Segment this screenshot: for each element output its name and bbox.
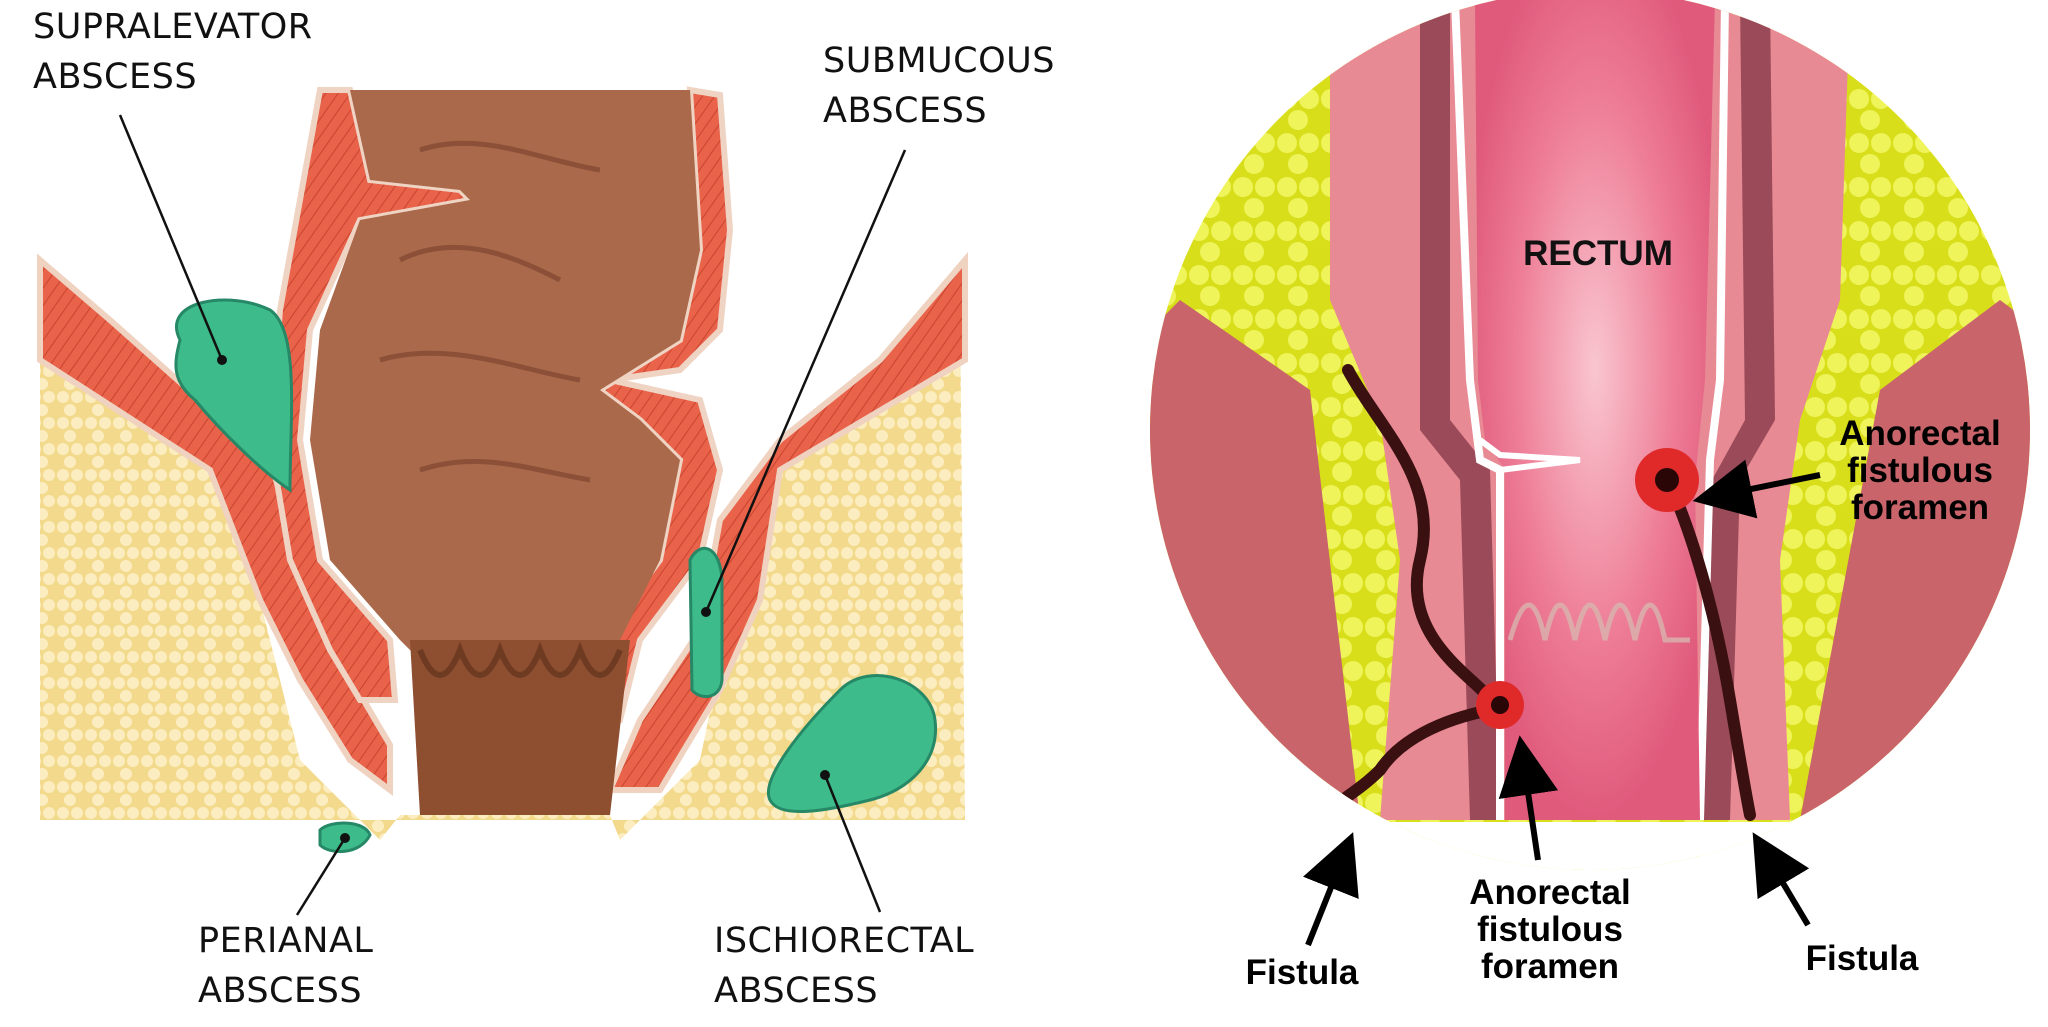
dentate-line	[1507, 602, 1690, 643]
label-submucous-line1: SUBMUCOUS	[823, 41, 1055, 81]
ischiorectal-fat	[40, 300, 965, 840]
rectal-valve	[1478, 437, 1581, 820]
muscle-band-left	[1420, 0, 1500, 820]
arrow-foramen-bottom	[1498, 735, 1559, 861]
dot-supralevator	[217, 355, 227, 365]
leader-submucous	[704, 149, 907, 613]
label-submucous-line2: ABSCESS	[823, 91, 987, 131]
dot-submucous	[701, 607, 711, 617]
fistula-tract-right	[1662, 474, 1756, 821]
arrow-fistula-right	[1752, 832, 1811, 927]
leader-supralevator	[118, 114, 224, 361]
rectum-lumen	[310, 90, 700, 660]
ischiorectal-abscess	[767, 674, 938, 813]
label-rectum: RECTUM	[1523, 234, 1673, 273]
supralevator-abscess	[174, 298, 294, 493]
label-foramen-bottom-line1: Anorectal	[1469, 873, 1630, 912]
dot-ischiorectal	[820, 770, 830, 780]
leader-perianal	[295, 837, 347, 916]
rectum-lumen-pink	[1475, 0, 1715, 820]
right-fistula-diagram: RECTUM Anorectal fistulous foramen Anore…	[1150, 0, 2030, 992]
label-supralevator-line1: SUPRALEVATOR	[33, 7, 313, 47]
label-fistula-left: Fistula	[1246, 953, 1359, 992]
label-foramen-bottom-line3: foramen	[1481, 947, 1619, 986]
submucous-abscess	[688, 547, 724, 699]
label-foramen-right-line2: fistulous	[1847, 451, 1993, 490]
label-foramen-right-line1: Anorectal	[1839, 414, 2000, 453]
rectum-folds	[379, 140, 601, 483]
label-foramen-bottom-line2: fistulous	[1477, 910, 1623, 949]
leader-ischiorectal	[823, 774, 882, 913]
label-perianal-line2: ABSCESS	[198, 971, 362, 1011]
label-ischiorectal-line1: ISCHIORECTAL	[714, 921, 974, 961]
anal-canal	[410, 640, 630, 815]
arrow-foramen-right	[1692, 459, 1821, 519]
dot-perianal	[340, 833, 350, 843]
arrow-fistula-left	[1303, 832, 1359, 947]
label-ischiorectal-line2: ABSCESS	[714, 971, 878, 1011]
anal-columns	[417, 641, 623, 678]
label-perianal-line1: PERIANAL	[198, 921, 373, 961]
label-fistula-right: Fistula	[1806, 939, 1919, 978]
left-anatomy-diagram: SUPRALEVATOR ABSCESS SUBMUCOUS ABSCESS P…	[33, 7, 1055, 1011]
label-foramen-right-line3: foramen	[1851, 488, 1989, 527]
label-supralevator-line2: ABSCESS	[33, 57, 197, 97]
